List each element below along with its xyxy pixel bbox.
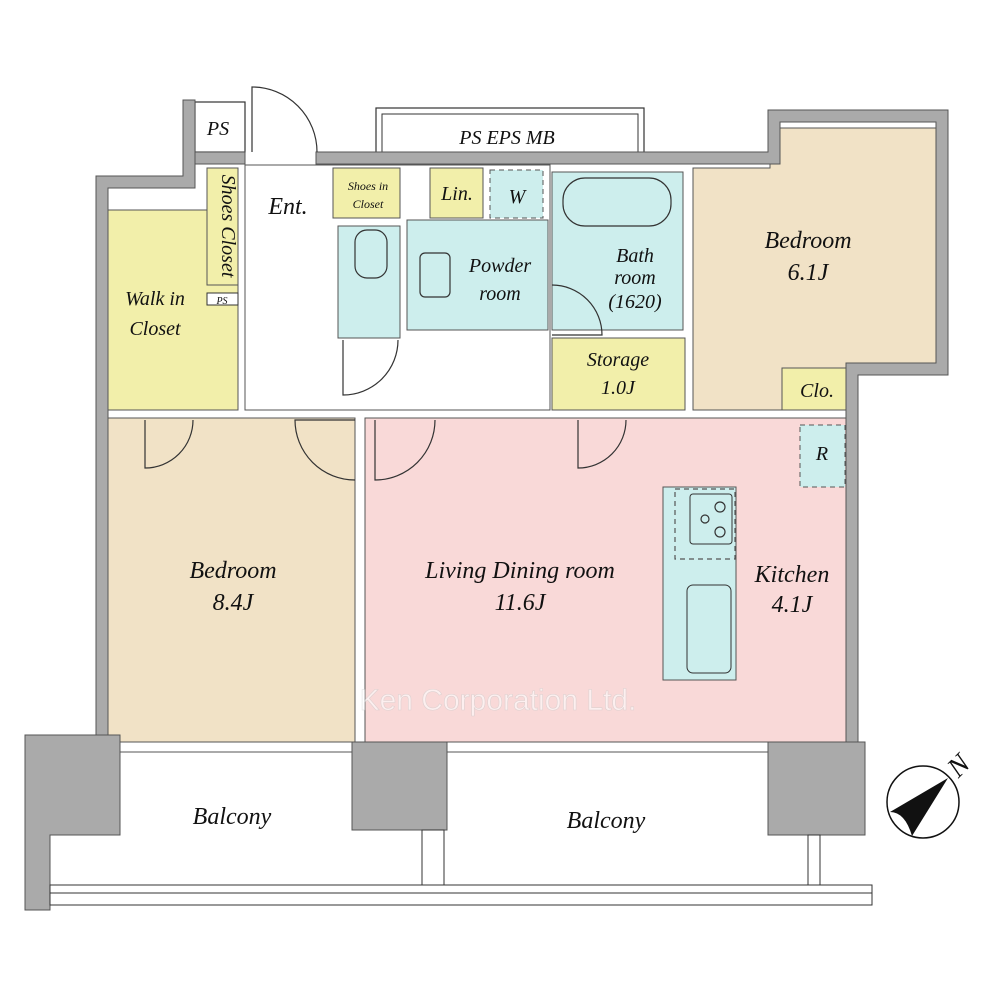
bedroom-ne-size: 6.1J bbox=[788, 260, 830, 286]
storage-size: 1.0J bbox=[601, 377, 636, 399]
bath-room bbox=[551, 171, 684, 331]
kitchen-label: Kitchen bbox=[754, 562, 830, 588]
bedroom-ne-label: Bedroom bbox=[764, 228, 851, 254]
ps-eps-mb-label: PS EPS MB bbox=[458, 127, 555, 149]
storage bbox=[551, 337, 686, 411]
powder-room-label-2: room bbox=[479, 283, 520, 305]
washer-space bbox=[489, 169, 544, 219]
bedroom-sw-label: Bedroom bbox=[189, 558, 276, 584]
column-right bbox=[767, 741, 866, 836]
bedroom-sw bbox=[107, 417, 356, 743]
entry-door bbox=[251, 86, 318, 153]
ldk-size: 11.6J bbox=[495, 590, 547, 616]
toilet-room bbox=[337, 225, 401, 339]
fridge-label: R bbox=[815, 443, 828, 465]
balcony-railing bbox=[49, 884, 873, 906]
ps-eps-mb-box bbox=[375, 107, 645, 155]
powder-room bbox=[406, 219, 549, 331]
balcony-left-label: Balcony bbox=[193, 804, 272, 830]
bath-room-label-2: room bbox=[614, 267, 655, 289]
ps-small-label: PS bbox=[215, 296, 227, 307]
washer-label: W bbox=[509, 186, 528, 208]
shoes-in-closet-label-1: Shoes in bbox=[348, 179, 388, 193]
stove-icon bbox=[689, 493, 733, 545]
storage-label: Storage bbox=[587, 349, 649, 371]
walk-in-closet-label-2: Closet bbox=[129, 318, 181, 340]
powder-room-label-1: Powder bbox=[468, 255, 531, 277]
ldk-label: Living Dining room bbox=[424, 558, 615, 584]
ps-top-label: PS bbox=[206, 118, 229, 140]
washbasin-icon bbox=[419, 252, 451, 298]
walk-in-closet-label-1: Walk in bbox=[125, 288, 185, 310]
shoes-in-closet-label-2: Closet bbox=[353, 197, 384, 211]
north-arrow-icon: N bbox=[886, 747, 977, 839]
bath-room-label-3: (1620) bbox=[608, 291, 662, 313]
ps-small-box bbox=[206, 292, 239, 306]
shoes-in-closet bbox=[332, 167, 401, 219]
linen-label: Lin. bbox=[440, 183, 473, 205]
kitchen-size: 4.1J bbox=[772, 592, 814, 618]
bath-room-label-1: Bath bbox=[616, 245, 654, 267]
bathtub-icon bbox=[562, 177, 672, 227]
shoes-closet-label: Shoes Closet bbox=[217, 175, 239, 278]
toilet-icon bbox=[354, 229, 388, 279]
closet-small-label: Clo. bbox=[800, 380, 834, 402]
column-middle bbox=[351, 741, 448, 831]
entrance-label: Ent. bbox=[267, 194, 307, 220]
shoes-closet bbox=[206, 167, 239, 286]
linen-closet bbox=[429, 167, 484, 219]
balcony-right-label: Balcony bbox=[567, 808, 646, 834]
column-left bbox=[24, 734, 121, 911]
sink-icon bbox=[686, 584, 732, 674]
fridge-space bbox=[799, 424, 846, 488]
watermark: Ken Corporation Ltd. bbox=[360, 684, 637, 717]
bedroom-sw-size: 8.4J bbox=[213, 590, 255, 616]
